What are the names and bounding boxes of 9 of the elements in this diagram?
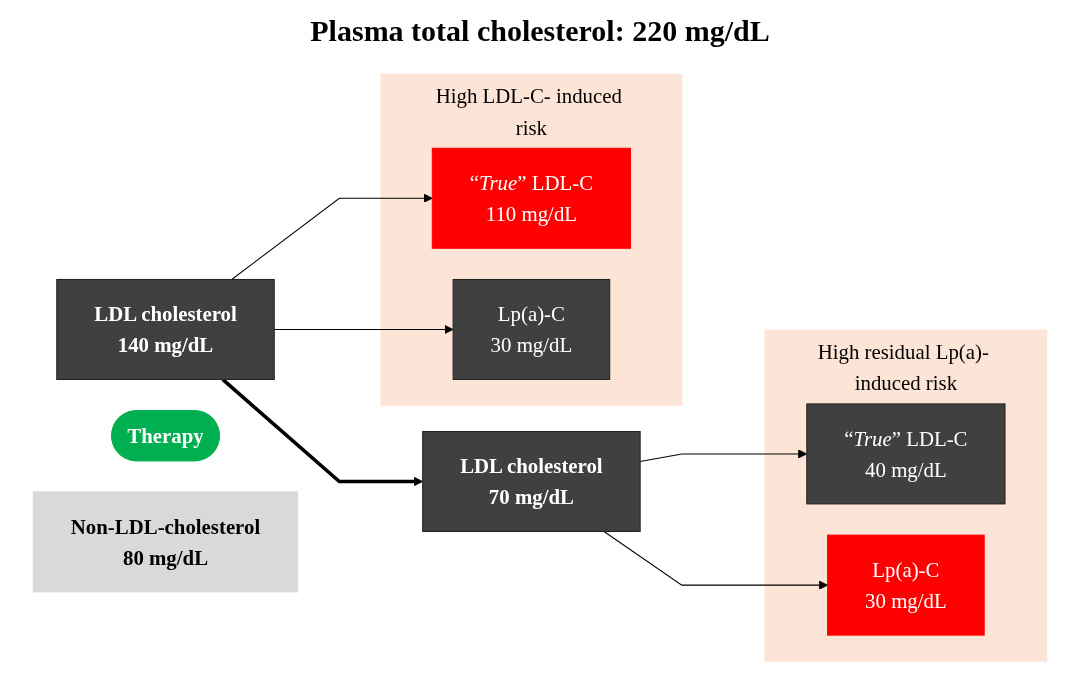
node-box: LDL cholesterol 70 mg/dL bbox=[422, 430, 641, 532]
diagram-title: Plasma total cholesterol: 220 mg/dL bbox=[310, 14, 770, 48]
node-box: Lp(a)-C 30 mg/dL bbox=[827, 534, 985, 636]
node-box: “True” LDL-C 40 mg/dL bbox=[806, 403, 1006, 505]
node-box: “True” LDL-C 110 mg/dL bbox=[431, 147, 632, 249]
node-box: Lp(a)-C 30 mg/dL bbox=[452, 278, 611, 380]
arrow bbox=[231, 193, 433, 280]
node-box: LDL cholesterol 140 mg/dL bbox=[56, 278, 275, 380]
node-box: Non-LDL-cholesterol 80 mg/dL bbox=[32, 491, 299, 593]
